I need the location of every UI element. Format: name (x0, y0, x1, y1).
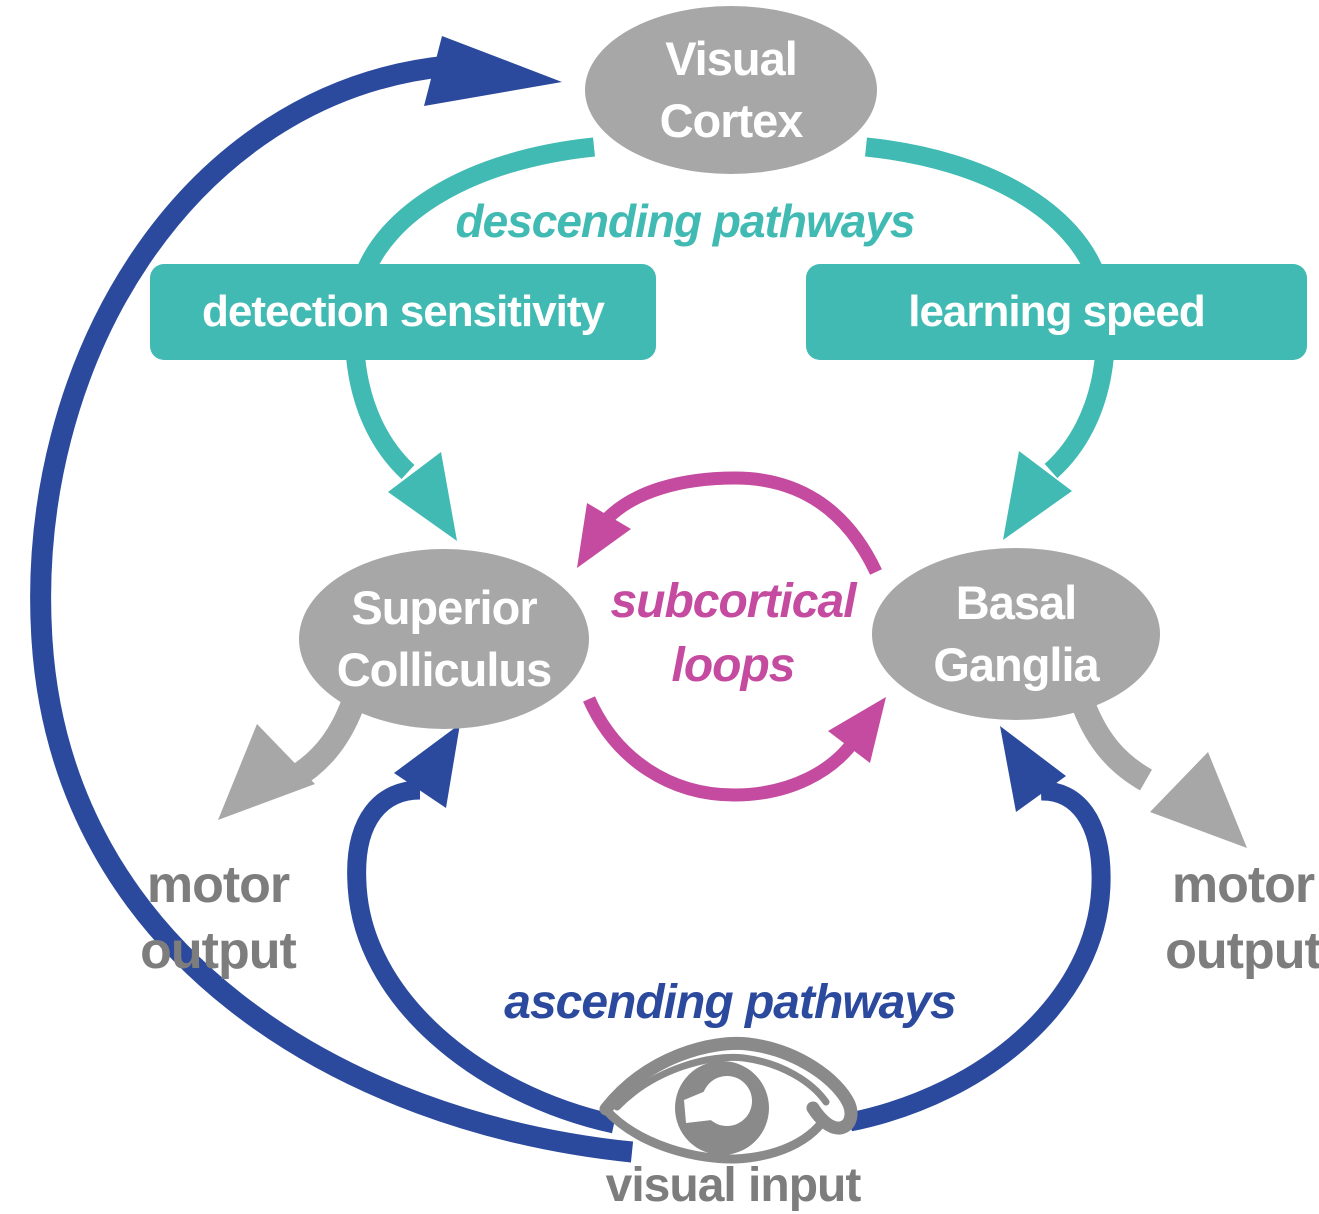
superior-colliculus-label-line2: Colliculus (336, 643, 553, 696)
motor-output-right-line1: motor (1171, 856, 1315, 914)
visual-cortex-label-line2: Cortex (659, 94, 804, 147)
subcortical-loop-bottom-arrow (583, 696, 886, 802)
motor-output-left-line2: output (140, 922, 297, 980)
motor-output-right-line2: output (1165, 922, 1319, 980)
motor-output-right-arrow (1072, 701, 1247, 848)
basal-ganglia-label-line1: Basal (955, 576, 1077, 629)
ascending-pathway-left-arrow (347, 724, 617, 1134)
visual-cortex-label-line1: Visual (665, 32, 798, 85)
motor-output-left-label: motor output (98, 852, 338, 984)
descending-pathways-label: descending pathways (455, 195, 915, 247)
basal-ganglia-label-line2: Ganglia (933, 638, 1099, 691)
ascending-pathway-right-arrow (848, 726, 1111, 1132)
superior-colliculus-label-line1: Superior (351, 581, 537, 634)
motor-output-left-line1: motor (146, 856, 290, 914)
motor-output-right-label: motor output (1123, 852, 1319, 984)
visual-input-label: visual input (605, 1159, 862, 1212)
ascending-pathway-outer-arrow (30, 36, 634, 1163)
node-basal-ganglia: Basal Ganglia (872, 548, 1160, 720)
node-visual-cortex: Visual Cortex (585, 6, 877, 174)
node-superior-colliculus: Superior Colliculus (299, 549, 589, 729)
subcortical-loops-label-line2: loops (671, 639, 796, 692)
learning-speed-box: learning speed (806, 264, 1307, 360)
detection-sensitivity-box: detection sensitivity (150, 264, 656, 360)
subcortical-loops-label: subcortical loops (580, 570, 886, 698)
subcortical-loops-label-line1: subcortical (610, 575, 856, 628)
subcortical-loop-top-arrow (577, 471, 882, 575)
ascending-pathways-label: ascending pathways (504, 976, 956, 1029)
eye-icon (599, 1036, 858, 1164)
motor-output-left-arrow (218, 701, 364, 820)
